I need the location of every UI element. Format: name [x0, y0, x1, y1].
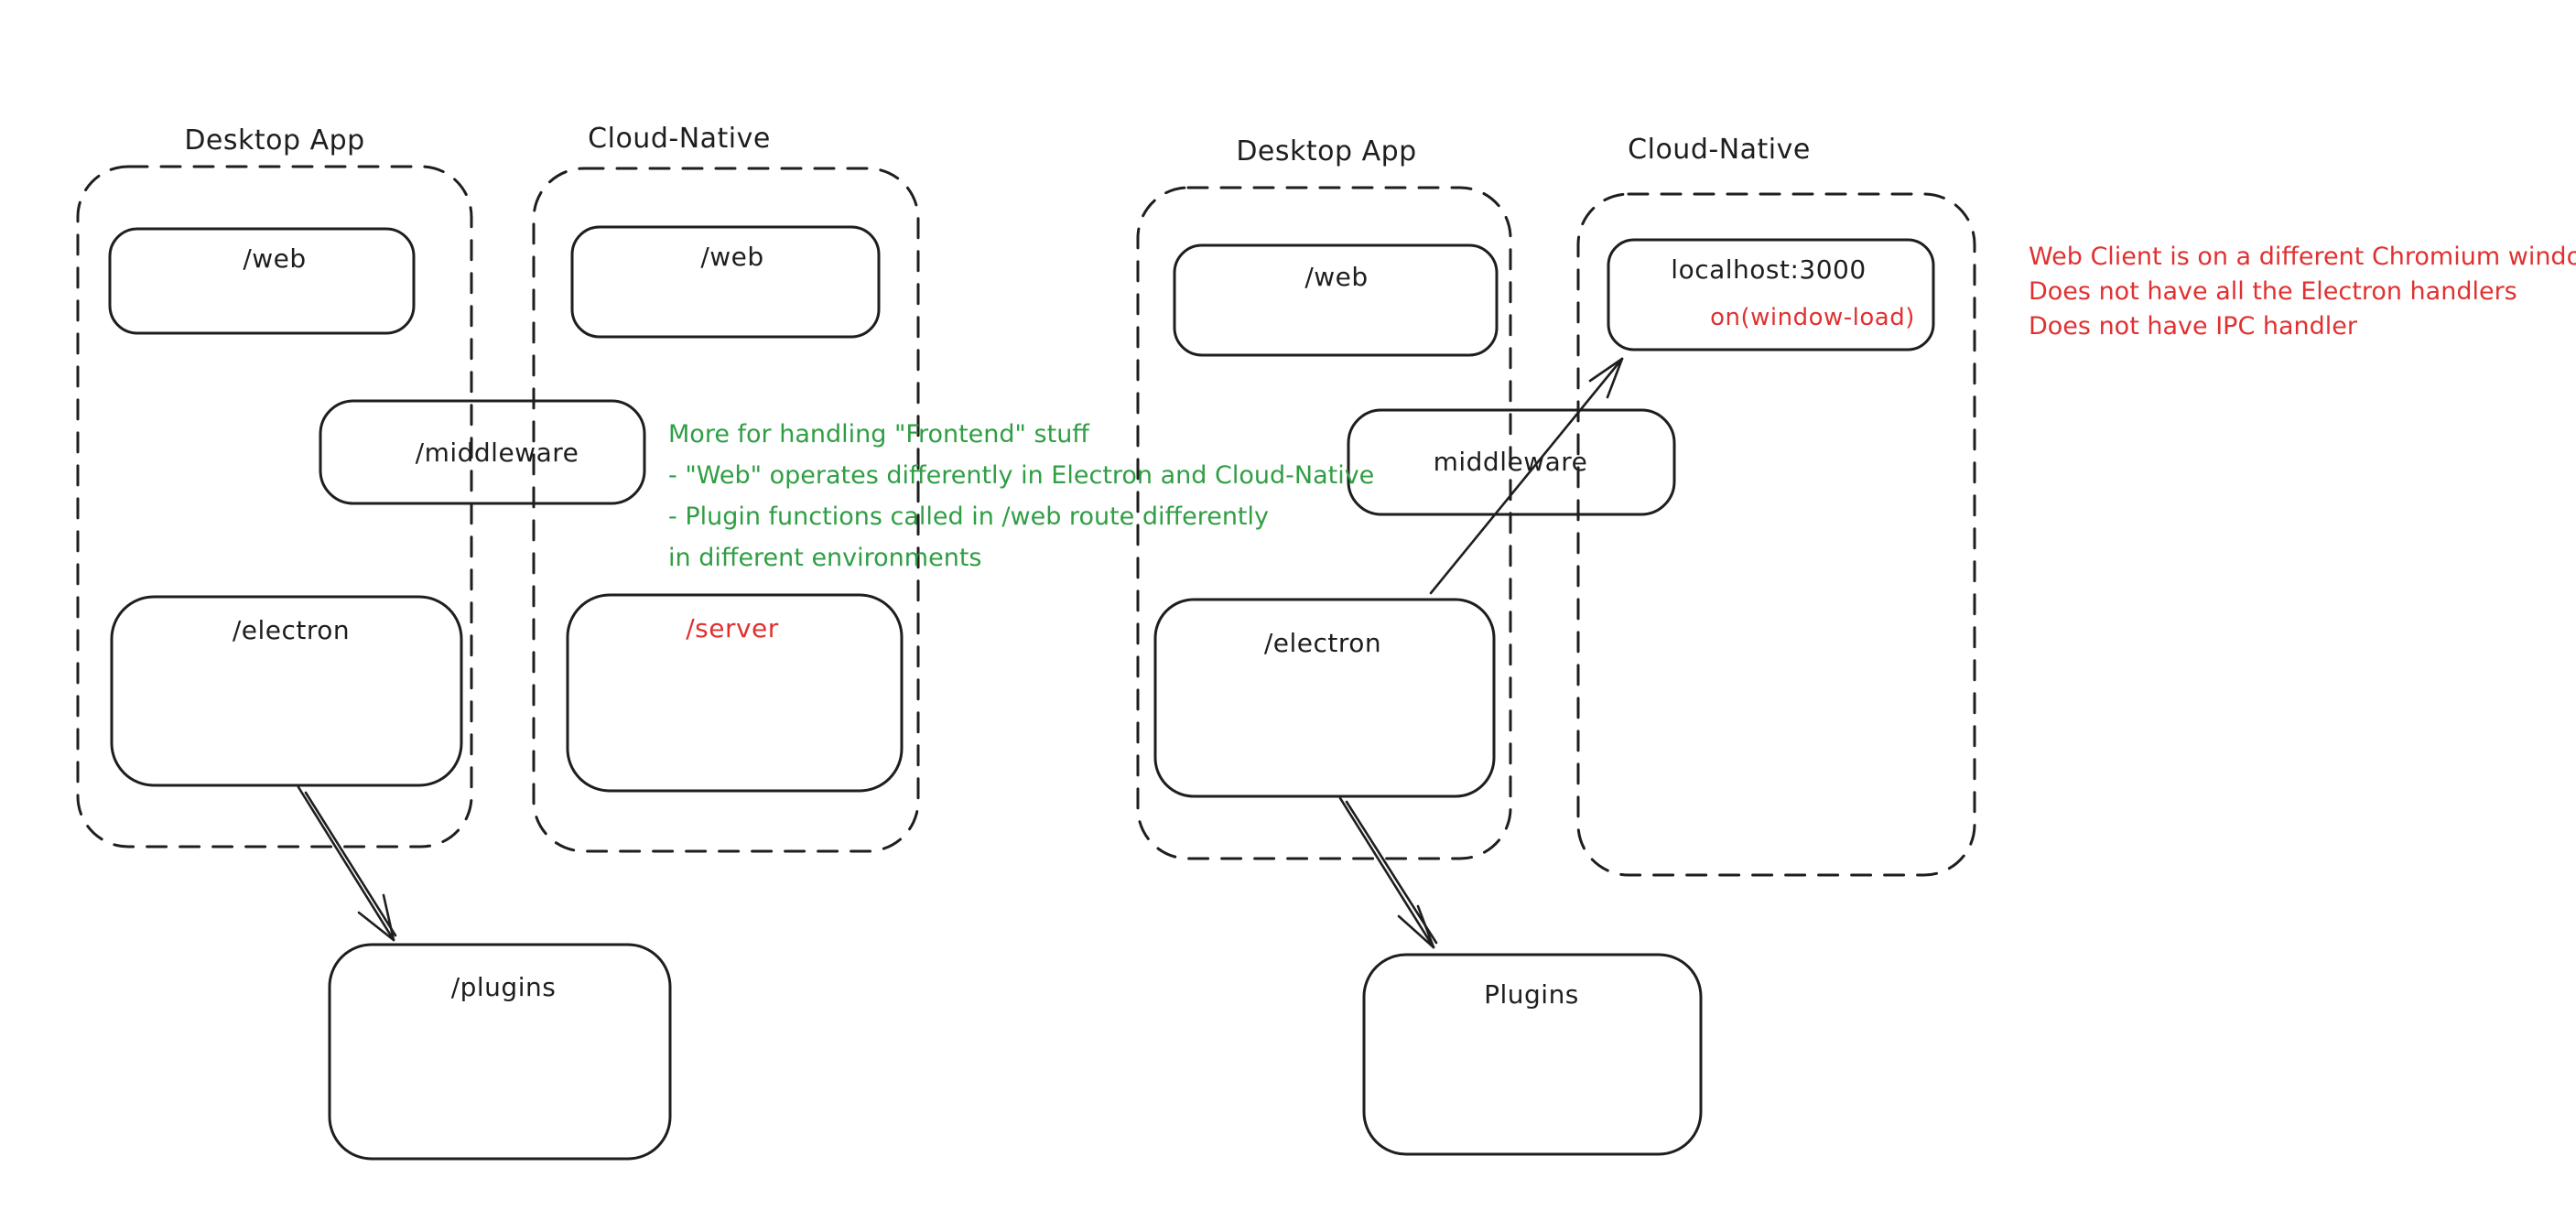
green-note-line: - "Web" operates differently in Electron…: [668, 461, 1375, 490]
box-right-web-desktop: [1173, 243, 1499, 357]
left-desktop-app-title: Desktop App: [184, 124, 365, 157]
right-localhost-label: localhost:3000: [1671, 254, 1867, 285]
green-note: More for handling "Frontend" stuff - "We…: [668, 414, 1374, 578]
box-left-middleware: [319, 399, 646, 505]
right-plugins-label: Plugins: [1484, 979, 1579, 1010]
left-cloud-native-title: Cloud-Native: [588, 123, 771, 155]
container-right-cloud-native: [1576, 192, 1976, 877]
left-server-label: /server: [686, 613, 779, 643]
box-left-electron: [110, 595, 463, 787]
container-left-desktop-app: [76, 165, 473, 848]
box-left-web-desktop: [108, 227, 416, 335]
left-web-cloud-label: /web: [700, 242, 764, 272]
left-plugins-label: /plugins: [450, 972, 557, 1002]
red-note-line: Does not have all the Electron handlers: [2029, 277, 2517, 306]
right-electron-label: /electron: [1263, 628, 1382, 658]
box-left-server: [566, 593, 904, 793]
right-localhost-sub-label: on(window-load): [1710, 304, 1915, 331]
red-note: Web Client is on a different Chromium wi…: [2029, 240, 2576, 344]
container-right-desktop-app: [1136, 186, 1512, 860]
right-middleware-label: middleware: [1433, 447, 1588, 477]
right-cloud-native-title: Cloud-Native: [1628, 134, 1811, 166]
box-right-electron: [1153, 598, 1496, 798]
box-right-middleware: [1347, 408, 1676, 516]
green-note-line: in different environments: [668, 544, 982, 572]
green-note-line: More for handling "Frontend" stuff: [668, 420, 1089, 448]
arrow-right-electron-to-localhost: [1429, 357, 1624, 595]
arrow-right-electron-to-plugins: [1338, 796, 1438, 949]
left-middleware-label: /middleware: [415, 438, 579, 468]
arrow-left-electron-to-plugins: [297, 785, 397, 942]
red-note-line: Does not have IPC handler: [2029, 312, 2358, 340]
box-right-plugins: [1362, 953, 1703, 1156]
box-left-plugins: [328, 943, 672, 1161]
box-right-localhost: [1607, 238, 1935, 351]
left-electron-label: /electron: [232, 615, 351, 645]
green-note-line: - Plugin functions called in /web route …: [668, 503, 1270, 531]
right-web-desktop-label: /web: [1304, 262, 1369, 292]
red-note-line: Web Client is on a different Chromium wi…: [2029, 243, 2576, 271]
container-left-cloud-native: [532, 167, 920, 853]
right-desktop-app-title: Desktop App: [1236, 135, 1417, 168]
left-web-desktop-label: /web: [243, 243, 307, 274]
box-left-web-cloud: [570, 225, 881, 339]
